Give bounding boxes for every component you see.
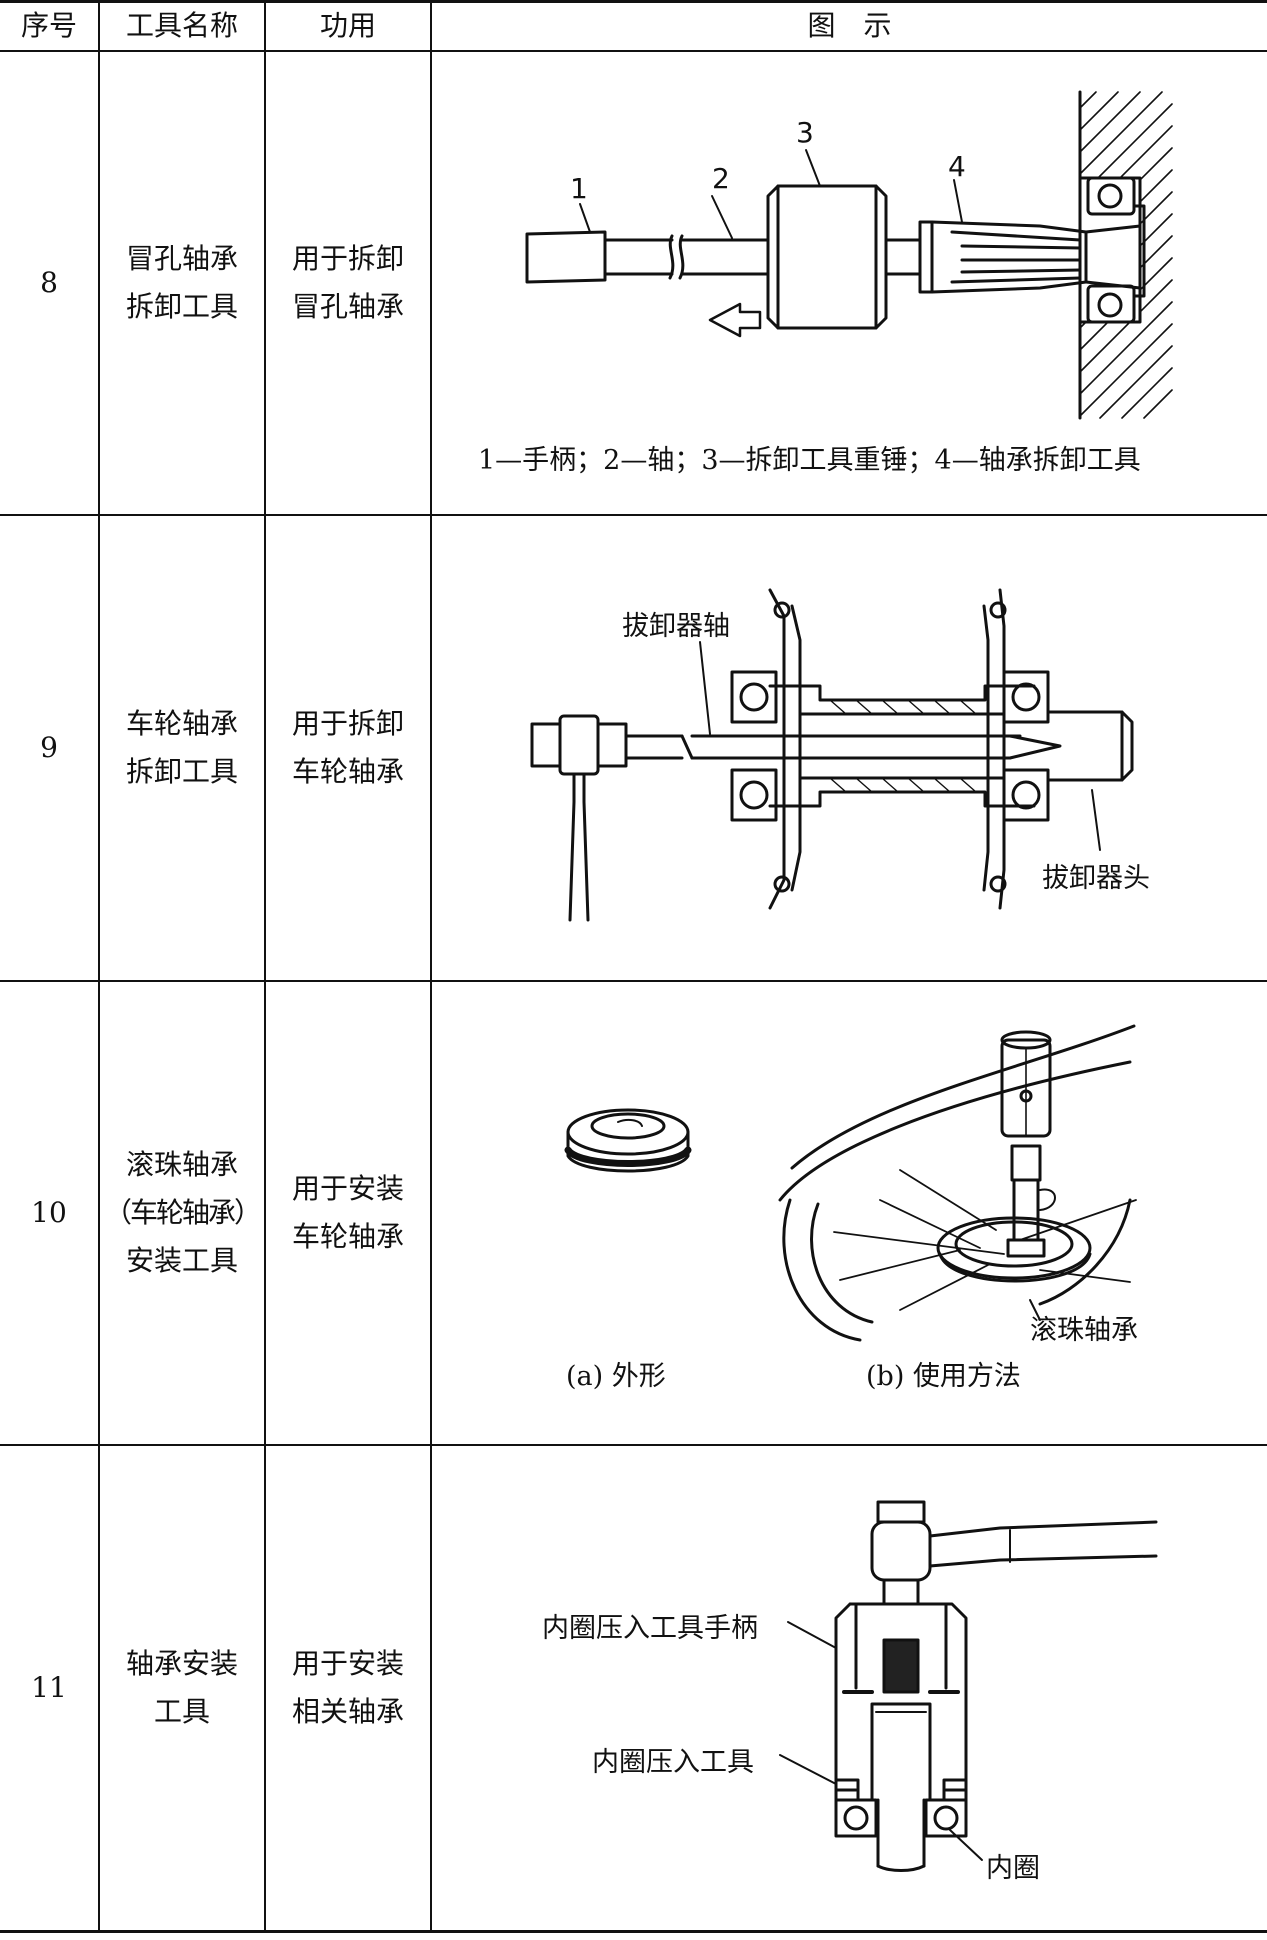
- rule-col3: [430, 0, 432, 1932]
- row8-caption: 1—手柄；2—轴；3—拆卸工具重锤；4—轴承拆卸工具: [478, 445, 1141, 476]
- row8-part-2: 2: [712, 162, 730, 195]
- row10-name-line3: 安装工具: [125, 1244, 238, 1277]
- row9-index: 9: [40, 731, 58, 764]
- row11-function-line2: 相关轴承: [291, 1695, 404, 1728]
- row10-name-line2: （车轮轴承）: [103, 1196, 262, 1229]
- row11-installer-figure: [779, 1500, 1158, 1872]
- header-name: 工具名称: [125, 9, 238, 42]
- row8-function-line2: 冒孔轴承: [291, 290, 404, 323]
- row9-function: 用于拆卸 车轮轴承: [266, 516, 430, 980]
- row8-name-line2: 拆卸工具: [125, 290, 238, 323]
- rule-col2: [264, 0, 266, 1932]
- row11-name-line2: 工具: [153, 1695, 210, 1728]
- row10-sub-a: (a) 外形: [566, 1361, 666, 1392]
- row11-label-handle: 内圈压入工具手柄: [542, 1613, 758, 1644]
- row10-function-line1: 用于安装: [291, 1172, 404, 1205]
- row9-name-line1: 车轮轴承: [125, 707, 238, 740]
- header-index: 序号: [20, 9, 77, 42]
- rule-col1: [98, 0, 100, 1932]
- header-figure: 图 示: [807, 9, 892, 42]
- row10-name-line1: 滚珠轴承: [125, 1148, 238, 1181]
- rule-row9: [0, 980, 1267, 982]
- row11-label-tool: 内圈压入工具: [592, 1747, 754, 1778]
- row11-name-line1: 轴承安装: [125, 1647, 238, 1680]
- rule-header: [0, 50, 1267, 52]
- row8-part-3: 3: [796, 116, 814, 149]
- rule-row10: [0, 1444, 1267, 1446]
- row8-function: 用于拆卸 冒孔轴承: [266, 52, 430, 514]
- row11-name: 轴承安装 工具: [100, 1446, 264, 1930]
- row11-function: 用于安装 相关轴承: [266, 1446, 430, 1930]
- row10-index: 10: [31, 1196, 67, 1229]
- row9-puller-figure: [530, 588, 1134, 922]
- row9-function-line1: 用于拆卸: [291, 707, 404, 740]
- row11-label-ring: 内圈: [986, 1853, 1040, 1884]
- row9-label-shaft: 拔卸器轴: [622, 611, 730, 642]
- row8-function-line1: 用于拆卸: [291, 242, 404, 275]
- row8-part-1: 1: [570, 172, 588, 205]
- row9-name: 车轮轴承 拆卸工具: [100, 516, 264, 980]
- row10-function-line2: 车轮轴承: [291, 1220, 404, 1253]
- row9-label-head: 拔卸器头: [1042, 863, 1150, 894]
- rule-bottom: [0, 1930, 1267, 1933]
- row10-installer-figure: [564, 1024, 1137, 1342]
- rule-row8: [0, 514, 1267, 516]
- row8-name-line1: 冒孔轴承: [125, 242, 238, 275]
- row10-name: 滚珠轴承 （车轮轴承） 安装工具: [100, 982, 264, 1444]
- row10-function: 用于安装 车轮轴承: [266, 982, 430, 1444]
- row9-function-line2: 车轮轴承: [291, 755, 404, 788]
- row11-function-line1: 用于安装: [291, 1647, 404, 1680]
- row8-part-4: 4: [948, 150, 966, 183]
- row10-label-bearing: 滚珠轴承: [1030, 1315, 1138, 1346]
- row10-sub-b: (b) 使用方法: [866, 1361, 1021, 1392]
- header-function: 功用: [319, 9, 376, 42]
- row11-index: 11: [31, 1671, 67, 1704]
- rule-top: [0, 0, 1267, 3]
- row8-name: 冒孔轴承 拆卸工具: [100, 52, 264, 514]
- row8-puller-figure: [525, 90, 1173, 420]
- row8-index: 8: [40, 266, 58, 299]
- row9-name-line2: 拆卸工具: [125, 755, 238, 788]
